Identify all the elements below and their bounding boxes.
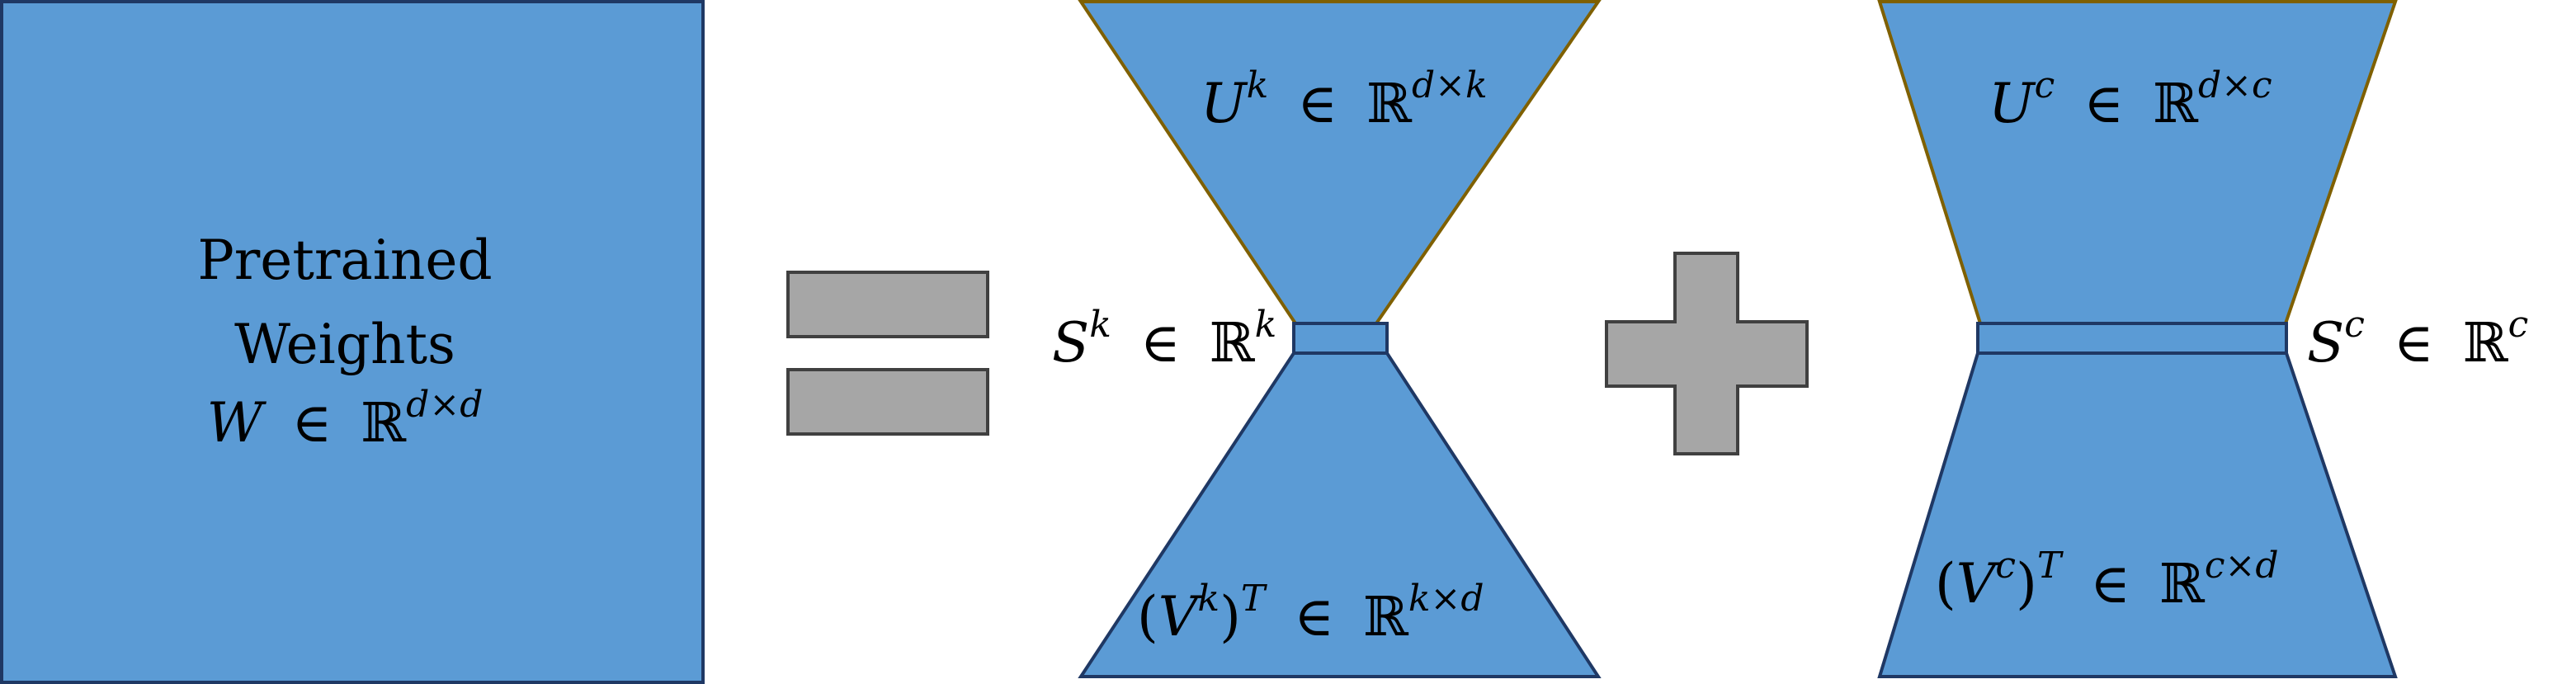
s-c-bar bbox=[1976, 322, 2288, 355]
u-c-triangle bbox=[1877, 0, 2398, 325]
s-k-label: Sk ∈ ℝk bbox=[1052, 286, 1276, 375]
v-k-label: (Vk)T ∈ ℝk×d bbox=[1137, 560, 1484, 649]
s-c-label: Sc ∈ ℝc bbox=[2307, 286, 2528, 375]
v-c-label: (Vc)T ∈ ℝc×d bbox=[1935, 527, 2279, 616]
equals-bar-bottom bbox=[786, 368, 989, 436]
pretrained-label-line2: Weights bbox=[234, 313, 455, 376]
u-c-label: Uc ∈ ℝd×c bbox=[1989, 47, 2272, 135]
svd-c-block bbox=[1877, 0, 2398, 678]
pretrained-label-line1: Pretrained bbox=[197, 229, 492, 292]
equals-operator: = bbox=[786, 271, 989, 436]
equals-bar-top bbox=[786, 271, 989, 338]
v-c-trapezoid bbox=[1877, 351, 2398, 678]
pretrained-weights-block bbox=[0, 0, 705, 684]
u-k-label: Uk ∈ ℝd×k bbox=[1201, 47, 1488, 135]
v-k-trapezoid bbox=[1078, 351, 1602, 678]
pretrained-formula: W ∈ ℝd×d bbox=[207, 384, 484, 455]
u-k-triangle bbox=[1078, 0, 1602, 325]
s-k-bar bbox=[1292, 322, 1389, 355]
svd-k-block bbox=[1078, 0, 1602, 678]
plus-operator: + bbox=[1605, 252, 1809, 455]
